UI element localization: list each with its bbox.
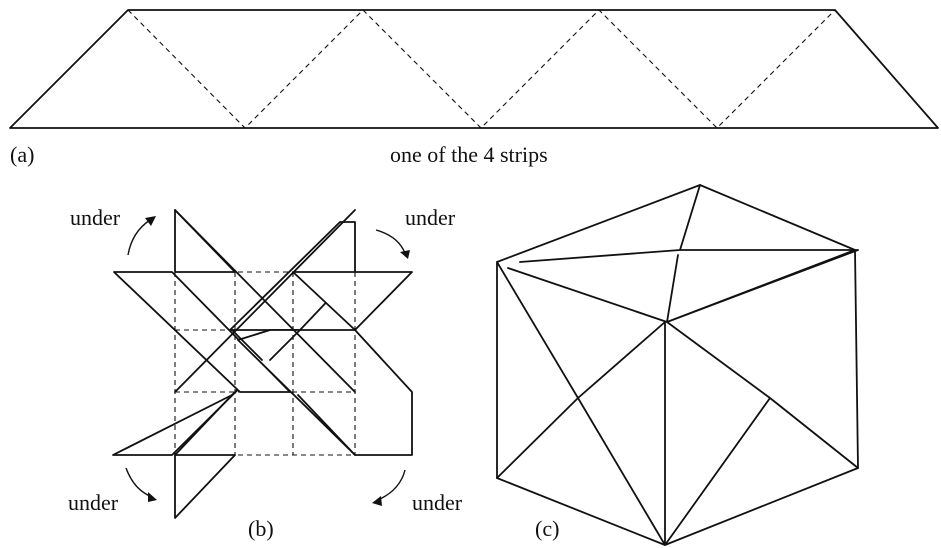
- arrowhead-bottom-right: [372, 496, 382, 506]
- arrowhead-bottom-left: [148, 492, 157, 502]
- arrow-bottom-right: [377, 469, 406, 501]
- strip-fold-lines: [127, 9, 836, 129]
- arrow-top-left: [127, 219, 151, 256]
- strip-caption: one of the 4 strips: [390, 142, 548, 167]
- arrowhead-top-left: [145, 216, 156, 226]
- arrow-top-right: [375, 229, 406, 254]
- tab-right: [292, 271, 413, 331]
- under-label-top-right: under: [405, 205, 456, 230]
- under-label-bottom-left: under: [68, 490, 119, 515]
- tab-bottom: [174, 454, 236, 519]
- woven-strips-diagram: [112, 209, 413, 519]
- panel-a-label: (a): [10, 142, 35, 167]
- arrowhead-top-right: [400, 250, 410, 259]
- panel-b-label: (b): [248, 516, 274, 541]
- weave-lines: [174, 209, 356, 456]
- polyhedron-diagram: [496, 184, 859, 546]
- weave-grid: [174, 271, 356, 456]
- panel-c-label: (c): [535, 516, 560, 541]
- polyhedron-edges: [496, 184, 859, 546]
- under-label-top-left: under: [70, 205, 121, 230]
- under-label-bottom-right: under: [412, 490, 463, 515]
- strip-diagram: [9, 9, 939, 129]
- strip-outline: [9, 9, 939, 129]
- polyhedron-outline: [496, 184, 859, 546]
